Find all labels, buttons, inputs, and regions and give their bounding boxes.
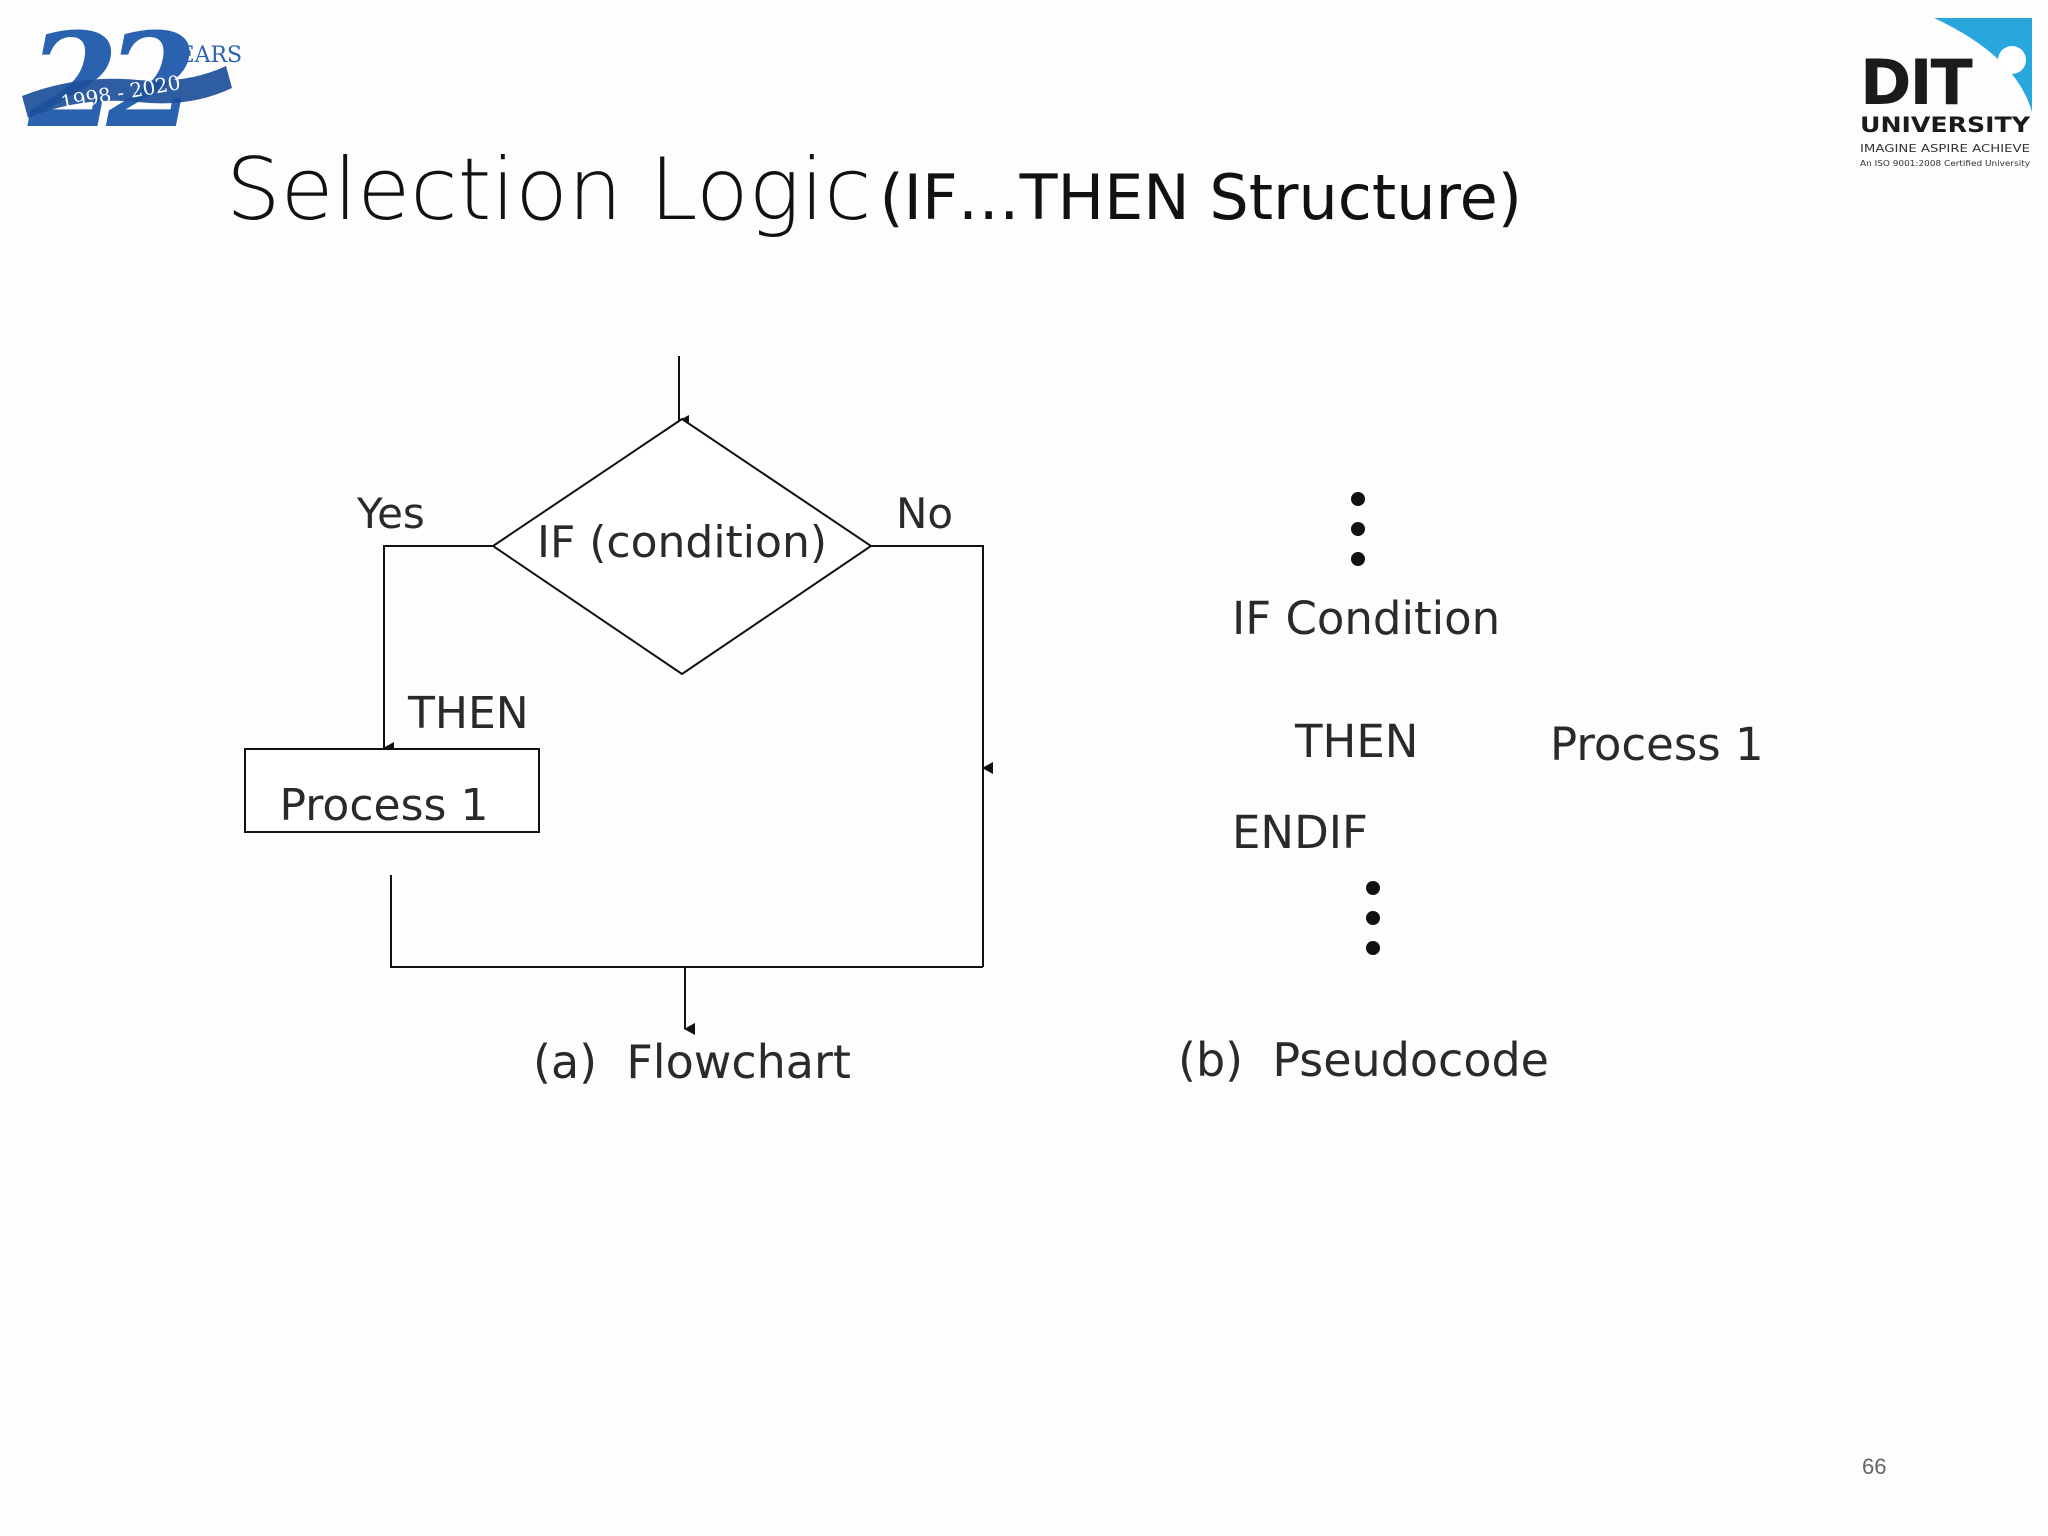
dit-university-logo: DIT UNIVERSITY IMAGINE ASPIRE ACHIEVE An… (1860, 18, 2032, 168)
university-tagline: IMAGINE ASPIRE ACHIEVE (1860, 142, 2030, 155)
pseudocode-dots-bottom (1366, 881, 1380, 955)
flowchart (244, 356, 993, 1035)
ellipsis-dot (1351, 522, 1365, 536)
page-number: 66 (1862, 1454, 1887, 1479)
ellipsis-dot (1351, 552, 1365, 566)
pseudocode-endif: ENDIF (1232, 806, 1368, 859)
then-label: THEN (407, 688, 529, 739)
anniversary-years: YEARS (163, 43, 242, 68)
yes-label: Yes (356, 489, 425, 538)
dit-wordmark: DIT (1860, 46, 1973, 119)
pseudocode-dots-top (1351, 492, 1365, 566)
anniversary-ribbon (22, 66, 232, 118)
ellipsis-dot (1366, 881, 1380, 895)
gear-icon (1934, 18, 2032, 112)
no-label: No (896, 489, 953, 538)
no-branch (871, 545, 993, 774)
yes-branch (383, 545, 493, 754)
condition-label: IF (condition) (537, 517, 827, 568)
process-box (244, 748, 540, 833)
pseudocode-caption: (b) Pseudocode (1178, 1033, 1549, 1087)
ellipsis-dot (1351, 492, 1365, 506)
title-main: Selection Logic (226, 140, 872, 240)
process-label: Process 1 (280, 780, 489, 831)
pseudocode-then: THEN (1294, 715, 1418, 768)
ellipsis-dot (1366, 911, 1380, 925)
decision-diamond (491, 417, 873, 676)
merge-line (390, 875, 983, 968)
page-title: Selection Logic(IF…THEN Structure) (226, 140, 1522, 240)
university-wordmark: UNIVERSITY (1860, 113, 2031, 137)
university-certification: An ISO 9001:2008 Certified University (1860, 159, 2030, 168)
flowchart-caption: (a) Flowchart (533, 1035, 851, 1089)
anniversary-logo: 22 YEARS 1998 - 2020 (22, 14, 242, 144)
gear-hub-icon (1998, 46, 2026, 74)
ellipsis-dot (1366, 941, 1380, 955)
pseudocode-process: Process 1 (1550, 718, 1764, 771)
title-subtitle: (IF…THEN Structure) (879, 161, 1522, 234)
pseudocode-if: IF Condition (1232, 592, 1500, 645)
